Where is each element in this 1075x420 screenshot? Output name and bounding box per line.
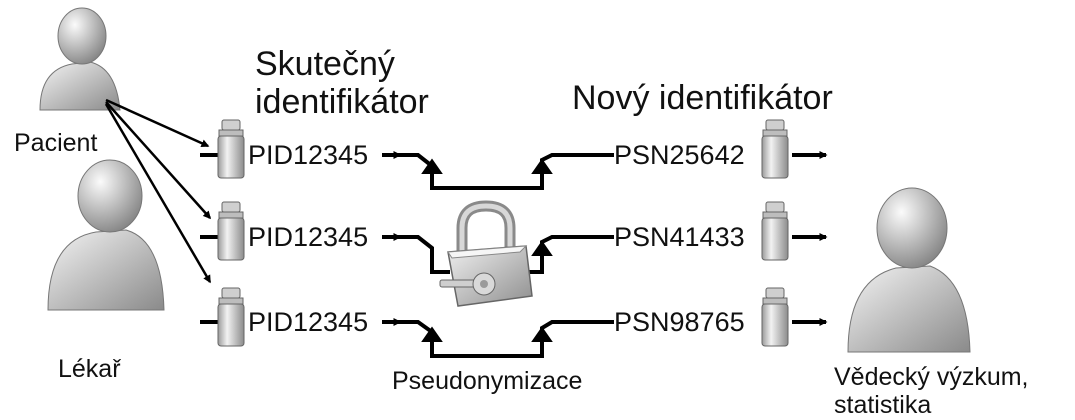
research-label-line2: statistika <box>834 391 932 419</box>
pid-label-row-1: PID12345 <box>248 140 369 170</box>
arrow-icon <box>105 101 212 220</box>
vial-icon <box>217 287 245 347</box>
pid-label-row-3: PID12345 <box>248 307 369 337</box>
patient-arrows <box>104 98 212 284</box>
row-2-flow <box>200 233 828 274</box>
research-label-line1: Vědecký výzkum, <box>834 363 1029 391</box>
vial-icon <box>217 201 245 261</box>
psn-label-row-1: PSN25642 <box>614 140 745 170</box>
psn-label-row-3: PSN98765 <box>614 307 745 337</box>
new-identifier-heading: Nový identifikátor <box>572 79 833 117</box>
doctor-person-icon <box>47 159 165 311</box>
psn-label-row-2: PSN41433 <box>614 222 745 252</box>
row-3-flow <box>200 318 828 358</box>
doctor-label: Lékař <box>58 355 121 383</box>
patient-person-icon <box>39 7 121 111</box>
vial-icon <box>761 119 789 179</box>
patient-label: Pacient <box>14 129 98 157</box>
arrow-icon <box>104 103 212 284</box>
row-1-flow <box>200 151 828 190</box>
arrow-icon <box>105 98 210 148</box>
vial-icon <box>761 201 789 261</box>
research-person-icon <box>847 187 971 353</box>
real-identifier-heading-line1: Skutečný <box>255 45 395 83</box>
pid-label-row-2: PID12345 <box>248 222 369 252</box>
pseudonymization-label: Pseudonymizace <box>392 367 583 395</box>
key-icon <box>439 272 496 296</box>
real-identifier-heading-line2: identifikátor <box>255 83 429 121</box>
vial-icon <box>761 287 789 347</box>
vial-icon <box>217 119 245 179</box>
